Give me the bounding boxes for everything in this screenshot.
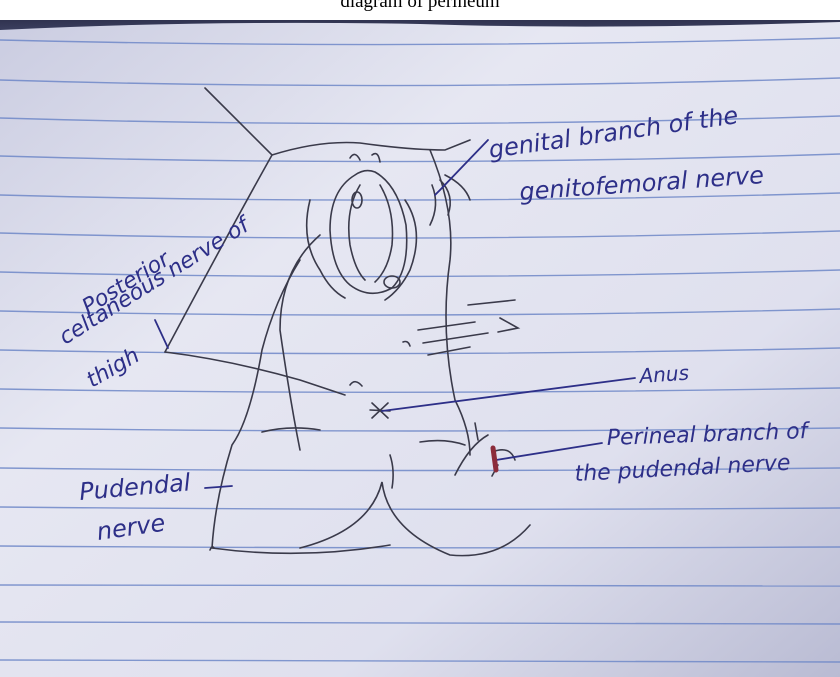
label-anus: Anus xyxy=(637,361,690,389)
red-mark xyxy=(493,448,496,470)
page-caption: diagram of perineum xyxy=(0,0,840,20)
